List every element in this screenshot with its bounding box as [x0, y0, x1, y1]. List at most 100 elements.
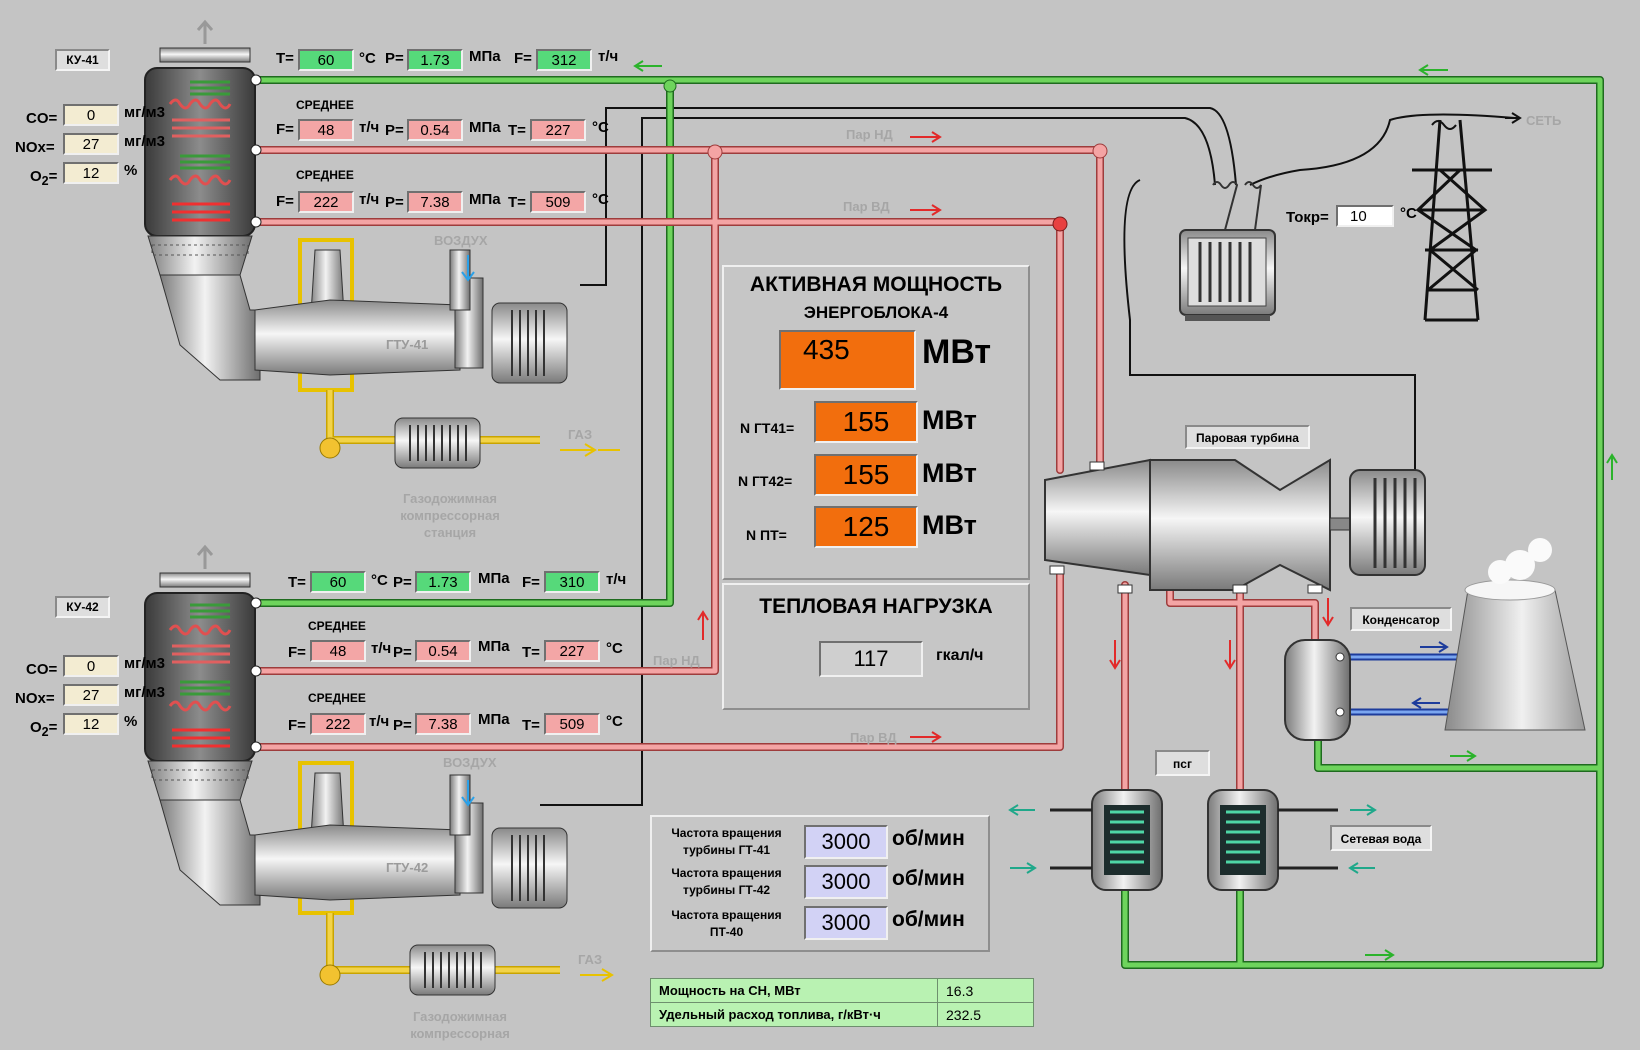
summary-table: Мощность на СН, МВт 16.3 Удельный расход…: [650, 978, 1034, 1027]
n-pt-unit: МВт: [922, 510, 977, 540]
ku41-top-p-value: 1.73: [407, 49, 463, 71]
cooling-tower: [1444, 538, 1586, 731]
ku42-o2-label: O2=: [30, 719, 58, 739]
ku42-top-f-value: 310: [544, 571, 600, 593]
ku42-co-value: 0: [63, 655, 119, 677]
rpm-pt40-unit: об/мин: [892, 908, 965, 931]
flow-arrows: [598, 60, 1618, 961]
n-pt-label: N ПТ=: [746, 527, 787, 543]
psg-tag[interactable]: псг: [1155, 750, 1210, 776]
ku42-top-t-value: 60: [310, 571, 366, 593]
n-gt41-value: 155: [814, 401, 918, 443]
ku42-tag[interactable]: КУ-42: [55, 596, 110, 618]
ku41-top-t-unit: °С: [359, 50, 376, 67]
ku42-hi-p-label: P=: [393, 717, 412, 734]
summary-label: Мощность на СН, МВт: [650, 978, 938, 1003]
n-pt-value: 125: [814, 506, 918, 548]
rpm-gt41-value: 3000: [804, 825, 888, 859]
ku42-hi-f-label: F=: [288, 717, 306, 734]
ku41-hi-f-label: F=: [276, 193, 294, 210]
tokr-value: 10: [1336, 205, 1394, 227]
transformer: [1179, 181, 1276, 321]
active-power-title: АКТИВНАЯ МОЩНОСТЬ: [749, 273, 1003, 296]
gas-turbine-42: [254, 761, 614, 996]
par-nd-label-1: Пар НД: [846, 127, 893, 142]
ku41-hi-t-label: T=: [508, 194, 526, 211]
ku41-mid-f-unit: т/ч: [359, 119, 380, 136]
gtu42-label: ГТУ-42: [386, 860, 429, 875]
ku42-top-p-unit: МПа: [478, 570, 510, 587]
summary-value: 232.5: [937, 1002, 1034, 1027]
par-nd-label-2: Пар НД: [653, 653, 700, 668]
ku42-p-label: P=: [393, 574, 412, 591]
n-gt41-unit: МВт: [922, 405, 977, 435]
ku42-hi-p-value: 7.38: [415, 713, 471, 735]
signal-lines: [540, 107, 1516, 806]
table-row: Мощность на СН, МВт 16.3: [650, 978, 1034, 1003]
vozduh-label-2: ВОЗДУХ: [443, 755, 497, 770]
ku41-mid-p-unit: МПа: [469, 119, 501, 136]
steam-turbine: [1044, 458, 1426, 594]
gas-turbine-41: [254, 238, 597, 469]
active-power-panel: АКТИВНАЯ МОЩНОСТЬ ЭНЕРГОБЛОКА-4 435 МВт …: [722, 265, 1030, 580]
total-power-value: 435: [779, 330, 916, 390]
n-gt42-unit: МВт: [922, 458, 977, 488]
ku41-hi-t-value: 509: [530, 191, 586, 213]
ku41-nox-value: 27: [63, 133, 119, 155]
psg-heater-1: [1050, 789, 1163, 891]
ku41-mid-f-label: F=: [276, 121, 294, 138]
ku42-top-f-unit: т/ч: [606, 571, 627, 588]
hrsg-42: [144, 544, 262, 906]
ku42-o2-unit: %: [124, 713, 138, 730]
ku41-hi-caption: СРЕДНЕЕ: [296, 168, 354, 182]
heat-load-panel: ТЕПЛОВАЯ НАГРУЗКА 117 гкал/ч: [722, 583, 1030, 710]
network-water-tag[interactable]: Сетевая вода: [1330, 825, 1432, 851]
ku42-mid-p-label: P=: [393, 644, 412, 661]
tokr-unit: °С: [1400, 205, 1417, 222]
heat-load-value: 117: [819, 641, 923, 677]
ku41-o2-value: 12: [63, 162, 119, 184]
ku42-co-label: CO=: [26, 661, 58, 678]
condenser-tag[interactable]: Конденсатор: [1350, 607, 1452, 631]
ku41-tag[interactable]: КУ-41: [55, 49, 110, 71]
ku41-co-unit: мг/м3: [124, 104, 165, 121]
active-power-subtitle: ЭНЕРГОБЛОКА-4: [803, 303, 949, 322]
green-pipes: [252, 76, 1604, 969]
rpm-gt42-value: 3000: [804, 865, 888, 899]
ku41-hi-p-label: P=: [385, 194, 404, 211]
ku41-mid-f-value: 48: [298, 119, 354, 141]
steam-turbine-tag[interactable]: Паровая турбина: [1185, 425, 1310, 449]
set-label: СЕТЬ: [1526, 113, 1562, 128]
ku42-t-label: T=: [288, 574, 306, 591]
rpm-pt40-value: 3000: [804, 906, 888, 940]
hrsg-41: [144, 19, 262, 381]
ku41-top-f-unit: т/ч: [598, 48, 619, 65]
n-gt42-value: 155: [814, 454, 918, 496]
ku42-mid-p-unit: МПа: [478, 638, 510, 655]
ku42-hi-f-value: 222: [310, 713, 366, 735]
ku42-mid-f-unit: т/ч: [371, 640, 392, 657]
heat-load-unit: гкал/ч: [936, 647, 984, 664]
ku41-nox-unit: мг/м3: [124, 133, 165, 150]
ku42-mid-t-label: T=: [522, 644, 540, 661]
ku42-hi-t-unit: °С: [606, 713, 623, 730]
rpm-gt41-unit: об/мин: [892, 827, 965, 850]
total-power-unit: МВт: [922, 333, 992, 371]
n-gt42-label: N ГТ42=: [738, 473, 793, 489]
tokr-label: Токр=: [1286, 209, 1329, 226]
ku41-top-p-unit: МПа: [469, 48, 501, 65]
ku42-f-label: F=: [522, 574, 540, 591]
ku41-mid-t-unit: °С: [592, 119, 609, 136]
ku41-f-label: F=: [514, 50, 532, 67]
rpm-gt42-unit: об/мин: [892, 867, 965, 890]
summary-value: 16.3: [937, 978, 1034, 1003]
n-gt41-label: N ГТ41=: [740, 420, 795, 436]
vozduh-label-1: ВОЗДУХ: [434, 233, 488, 248]
ku42-o2-value: 12: [63, 713, 119, 735]
ku41-co-label: CO=: [26, 110, 58, 127]
